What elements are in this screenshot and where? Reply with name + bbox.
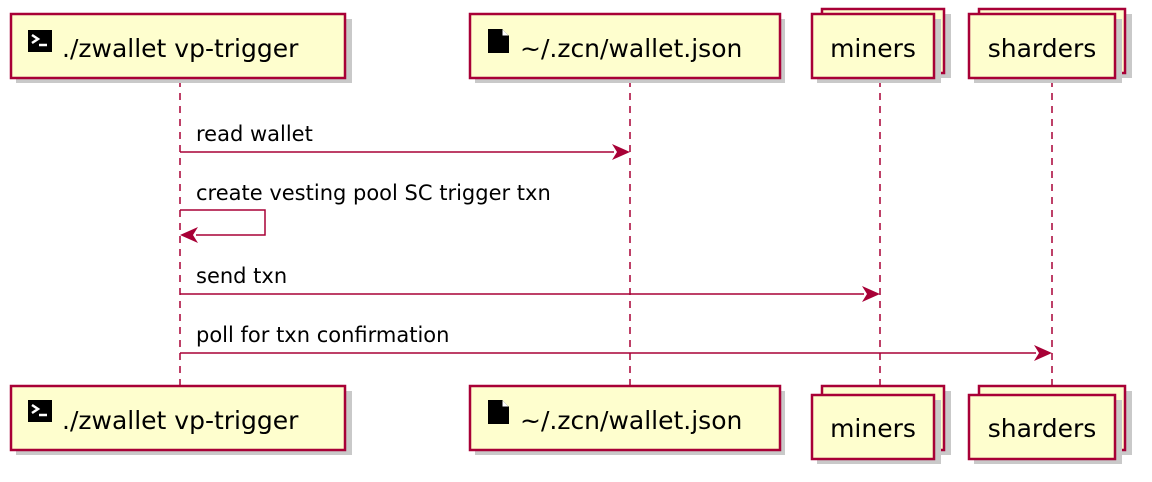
message-poll-confirmation: poll for txn confirmation xyxy=(180,323,1052,361)
message-label: poll for txn confirmation xyxy=(196,323,449,347)
participant-label: ~/.zcn/wallet.json xyxy=(520,34,742,63)
participant-label: miners xyxy=(830,414,916,443)
file-icon xyxy=(488,400,509,424)
file-icon xyxy=(488,29,509,53)
participant-label: sharders xyxy=(988,414,1097,443)
participant-zwallet-top: ./zwallet vp-trigger xyxy=(9,12,352,83)
participant-sharders-bottom: sharders xyxy=(967,384,1132,464)
message-label: create vesting pool SC trigger txn xyxy=(196,181,551,205)
terminal-icon xyxy=(28,30,52,52)
participant-label: ./zwallet vp-trigger xyxy=(62,406,299,435)
participant-miners-bottom: miners xyxy=(810,384,951,464)
message-send-txn: send txn xyxy=(180,264,880,302)
message-read-wallet: read wallet xyxy=(180,122,630,160)
participant-wallet-json-top: ~/.zcn/wallet.json xyxy=(468,12,785,83)
message-label: read wallet xyxy=(196,122,313,146)
terminal-icon xyxy=(28,400,52,422)
participant-sharders-top: sharders xyxy=(967,7,1132,83)
participant-zwallet-bottom: ./zwallet vp-trigger xyxy=(9,384,352,455)
message-create-txn: create vesting pool SC trigger txn xyxy=(180,181,551,243)
participant-wallet-json-bottom: ~/.zcn/wallet.json xyxy=(468,384,785,455)
participant-label: miners xyxy=(830,34,916,63)
participant-label: sharders xyxy=(988,34,1097,63)
message-label: send txn xyxy=(196,264,287,288)
participant-label: ~/.zcn/wallet.json xyxy=(520,406,742,435)
participant-label: ./zwallet vp-trigger xyxy=(62,34,299,63)
participant-miners-top: miners xyxy=(810,7,951,83)
